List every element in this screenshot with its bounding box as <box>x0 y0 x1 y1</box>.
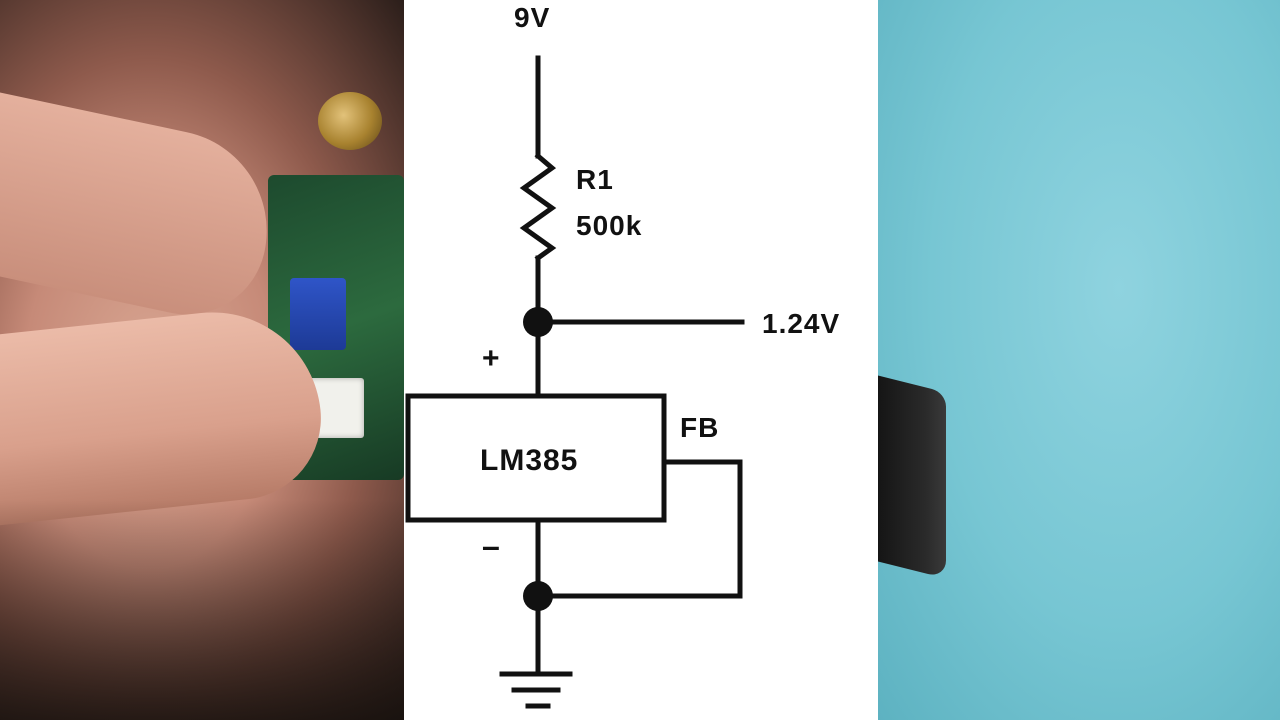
right-photo <box>878 0 1280 720</box>
output-voltage-label: 1.24V <box>762 308 841 339</box>
ic-name-label: LM385 <box>480 444 579 477</box>
fb-feedback-wire <box>535 459 743 599</box>
thumb <box>0 90 286 330</box>
photo-shadow <box>0 500 404 720</box>
trimmer-potentiometer <box>290 278 346 350</box>
supply-voltage-label: 9V <box>514 2 551 33</box>
fb-pin-label: FB <box>680 412 720 443</box>
plus-terminal-label: + <box>482 342 501 375</box>
schematic-svg <box>405 55 745 709</box>
resistor-name-label: R1 <box>576 164 614 195</box>
ground-node-dot <box>523 581 553 611</box>
minus-terminal-label: – <box>482 528 501 564</box>
resistor-r1 <box>519 152 557 262</box>
resistor-value-label: 500k <box>576 210 643 241</box>
finger-ring <box>318 92 382 150</box>
output-node-dot <box>523 307 553 337</box>
index-finger <box>0 301 329 529</box>
left-photo <box>0 0 404 720</box>
schematic-panel: 9V R1 500k 1.24V + LM385 FB – <box>404 0 878 720</box>
device-case-edge <box>878 375 946 579</box>
